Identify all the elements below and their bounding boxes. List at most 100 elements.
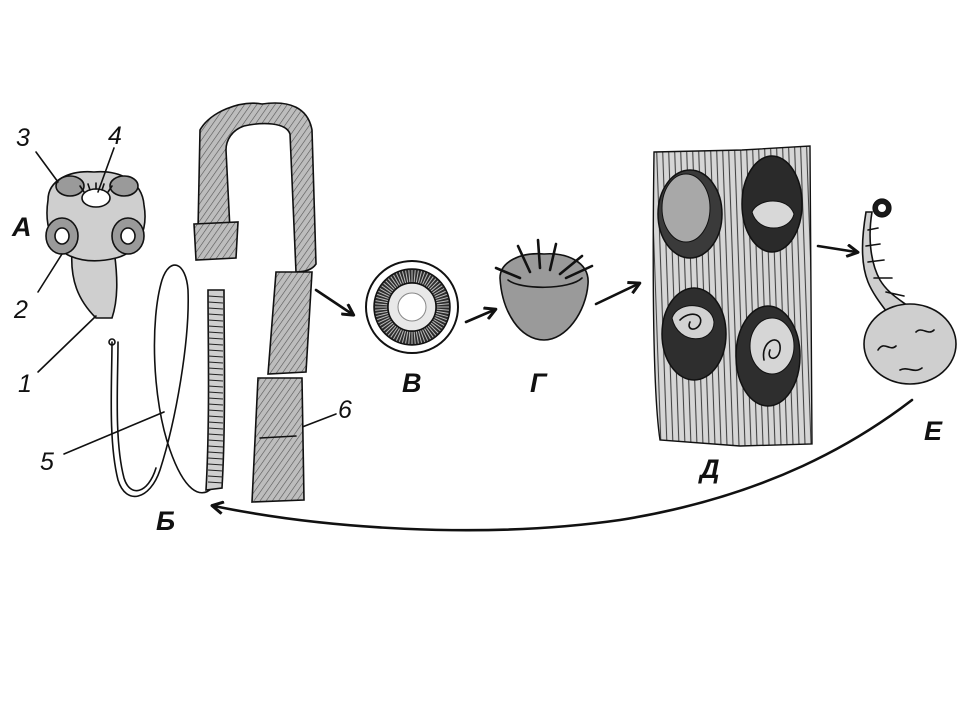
worm-segment-line (207, 427, 224, 430)
worm-segment-line (207, 301, 224, 304)
mature-proglottids-drawing (193, 102, 317, 503)
egg-shell-ray (375, 310, 388, 314)
egg-shell-ray (401, 331, 407, 343)
egg-shell-ray (417, 331, 423, 343)
worm-segment-line (207, 385, 224, 388)
stage-label-g: Г (530, 368, 548, 398)
egg-shell-ray (379, 319, 391, 326)
egg-shell-ray (393, 328, 400, 340)
egg-shell-ray (408, 270, 411, 283)
evaginated-cysticercus-drawing (861, 198, 957, 385)
worm-segment-line (207, 469, 224, 472)
worm-segments (207, 295, 224, 484)
egg-shell-ray (427, 325, 437, 336)
worm-segment-line (207, 319, 224, 322)
egg-shell-ray (434, 290, 446, 297)
part-label-3: 3 (16, 124, 30, 152)
egg-shell-ray (395, 329, 402, 341)
worm-segment-line (207, 403, 224, 406)
egg-shell-ray (387, 325, 397, 336)
egg-shell-ray (424, 328, 431, 340)
worm-segment-line (207, 325, 224, 328)
egg-shell-ray (433, 288, 445, 295)
egg-shell-ray (436, 312, 448, 318)
worm-segment-line (207, 481, 224, 484)
part-label-4: 4 (108, 122, 122, 150)
egg-shell-ray (435, 315, 447, 321)
worm-segment-line (207, 331, 224, 334)
egg-shell-ray (430, 322, 441, 332)
cycle-arrows (214, 246, 914, 532)
egg-shell-ray (436, 308, 449, 311)
egg-shell-ray (395, 273, 402, 285)
worm-segment-line (207, 349, 224, 352)
worm-segment-line (207, 439, 224, 442)
egg-shell-ray (401, 271, 407, 283)
egg-drawing (365, 260, 459, 354)
egg-shell-ray (436, 296, 448, 302)
worm-segment-line (207, 421, 224, 424)
egg-shell-ray (436, 310, 449, 314)
egg-shell-ray (379, 288, 391, 295)
part-label-1: 1 (18, 370, 32, 398)
egg-shell-ray (375, 303, 388, 306)
egg-shell-ray (422, 329, 429, 341)
part-label-5: 5 (40, 448, 54, 476)
egg-shell-ray (377, 293, 389, 299)
egg-shell-ray (383, 322, 394, 332)
egg-shell-ray (390, 276, 399, 287)
scolex-drawing (45, 170, 146, 319)
egg-shell-ray (432, 320, 443, 329)
egg-shell-ray (430, 282, 441, 292)
worm-segment-line (207, 307, 224, 310)
egg-shell-ray (415, 331, 419, 344)
egg-shell-ray (378, 317, 390, 324)
egg-shell-ray (385, 280, 395, 290)
egg-shell-ray (381, 320, 392, 329)
worm-segment-line (207, 367, 224, 370)
egg-shell-ray (425, 327, 434, 338)
egg-shell-ray (435, 293, 447, 299)
egg-shell-ray (393, 274, 400, 286)
egg-shell-ray (383, 282, 394, 292)
egg-shell-ray (398, 330, 404, 342)
egg-shell-rays (375, 270, 449, 344)
worm-segment-line (207, 295, 224, 298)
worm-segment-line (207, 445, 224, 448)
stage-label-v: В (402, 368, 422, 398)
egg-shell-ray (385, 324, 395, 334)
stage-label-b: Б (156, 506, 175, 536)
egg-shell-ray (375, 300, 388, 304)
worm-segment-line (207, 373, 224, 376)
egg-shell-ray (429, 324, 439, 334)
egg-shell-ray (405, 331, 409, 344)
whole-worm-drawing (108, 264, 226, 498)
egg-shell-ray (375, 308, 388, 311)
egg-shell-ray (390, 327, 399, 338)
worm-segment-line (207, 463, 224, 466)
egg-shell-ray (415, 270, 419, 283)
egg-shell-ray (413, 270, 416, 283)
oncosphere-drawing (494, 238, 594, 341)
egg-shell-ray (425, 276, 434, 287)
worm-segment-line (207, 343, 224, 346)
egg-shell-ray (408, 331, 411, 344)
egg-shell-ray (417, 271, 423, 283)
stage-label-a: А (11, 212, 32, 242)
egg-shell-ray (424, 274, 431, 286)
worm-segment-line (207, 409, 224, 412)
worm-segment-line (207, 361, 224, 364)
egg-shell-ray (420, 330, 426, 342)
egg-shell-ray (436, 303, 449, 306)
egg-shell-ray (422, 273, 429, 285)
egg-shell-ray (434, 317, 446, 324)
part-label-6: 6 (338, 396, 352, 424)
egg-shell-ray (405, 270, 409, 283)
worm-segment-line (207, 475, 224, 478)
worm-segment-line (207, 391, 224, 394)
egg-shell-ray (378, 290, 390, 297)
stage-label-d: Д (698, 454, 720, 484)
egg-shell-ray (376, 312, 388, 318)
worm-segment-line (207, 313, 224, 316)
